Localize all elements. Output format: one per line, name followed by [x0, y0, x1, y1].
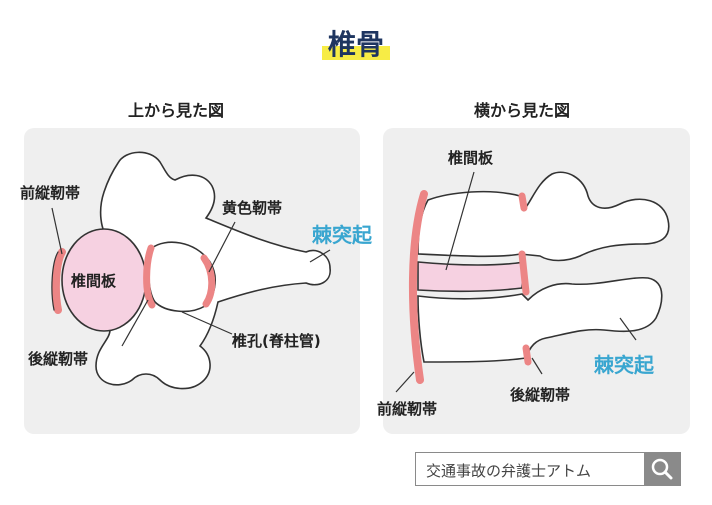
side-view-heading: 横から見た図: [474, 101, 571, 120]
side-label-disc: 椎間板: [448, 149, 494, 167]
side-label-anterior-ligament: 前縦靭帯: [377, 400, 437, 418]
side-upper-vertebra: [417, 171, 670, 262]
leader-side-posterior: [531, 357, 543, 375]
top-view-heading: 上から見た図: [128, 101, 225, 120]
search-icon: [651, 458, 673, 480]
leader-top-anterior: [51, 207, 63, 255]
top-label-yellow-ligament: 黄色靭帯: [222, 199, 282, 217]
leader-top-foramen: [181, 311, 233, 335]
search-query: 交通事故の弁護士アトム: [426, 462, 592, 480]
leader-side-spinous: [619, 317, 637, 341]
top-label-anterior-ligament: 前縦靭帯: [20, 184, 80, 202]
side-label-posterior-ligament: 後縦靭帯: [509, 386, 570, 404]
page-title-text: 椎骨: [327, 28, 384, 61]
top-posterior-ligament: [143, 244, 156, 309]
leader-top-posterior: [121, 299, 149, 347]
leader-top-yellow: [208, 221, 236, 273]
page-title: 椎骨: [321, 28, 390, 62]
leader-top-spinous: [309, 249, 331, 263]
top-anterior-ligament: [51, 248, 66, 314]
side-lower-vertebra: [417, 276, 663, 363]
side-anterior-ligament: [408, 190, 428, 384]
leader-side-disc: [445, 171, 475, 271]
title-area: 椎骨: [0, 28, 712, 62]
side-posterior-ligament: [518, 250, 530, 296]
top-label-foramen: 椎孔(脊柱管): [232, 332, 321, 350]
side-disc: [417, 261, 525, 293]
leader-side-anterior: [395, 371, 415, 393]
search-bar[interactable]: 交通事故の弁護士アトム: [415, 452, 681, 486]
top-label-disc: 椎間板: [71, 272, 117, 290]
side-posterior-ligament-lower: [522, 344, 532, 366]
top-yellow-ligament: [200, 254, 216, 308]
side-label-spinous-process: 棘突起: [594, 353, 655, 377]
top-label-spinous-process: 棘突起: [312, 223, 373, 247]
side-posterior-ligament-upper: [518, 192, 528, 212]
top-label-posterior-ligament: 後縦靭帯: [27, 350, 88, 368]
search-button[interactable]: [644, 453, 680, 485]
